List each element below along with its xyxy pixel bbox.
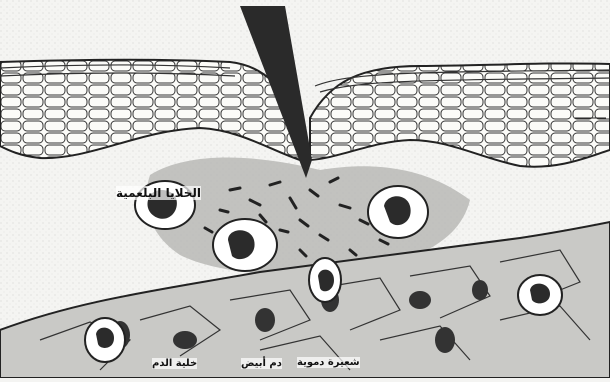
phagocyte-2	[213, 219, 277, 271]
label-white-blood: دم أبيض	[241, 358, 282, 369]
label-phagocytes: الخلايا البلعمية	[116, 186, 201, 200]
label-capillary: شعيرة دموية	[297, 357, 360, 368]
phagocyte-3	[368, 186, 428, 238]
label-blood-cell: خلية الدم	[152, 358, 197, 369]
